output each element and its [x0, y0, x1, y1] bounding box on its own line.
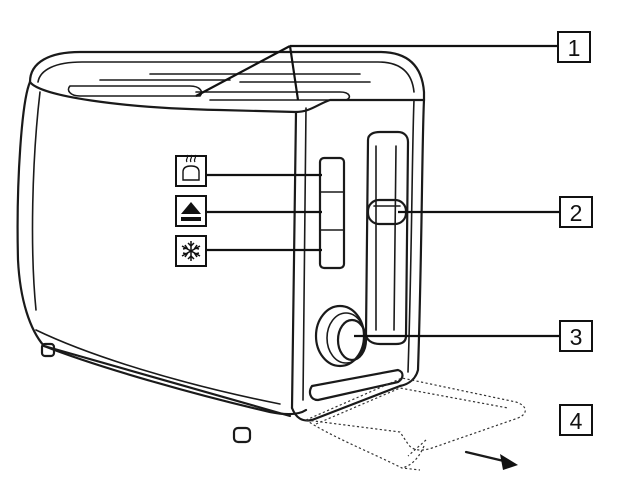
body-front-edge-inner: [302, 107, 307, 401]
callout-leaders: [195, 44, 560, 338]
callout-1-label: 1: [568, 35, 581, 61]
callout-2-label: 2: [570, 200, 583, 226]
dial-inner: [336, 318, 368, 362]
body-right-inner: [407, 99, 415, 373]
toaster-body: [16, 50, 426, 444]
callout-4-label: 4: [570, 408, 583, 434]
body-left-shade-line: [31, 91, 41, 311]
rim-lower-edge: [28, 80, 426, 114]
symbol-icons: [175, 154, 322, 267]
defrost-snowflake-icon: [175, 235, 207, 267]
lever-track-inner: [375, 145, 397, 331]
crumb-tray-pulled-inner: [315, 387, 509, 469]
foot-left: [40, 342, 56, 358]
foot-front: [232, 426, 252, 444]
crumb-tray-pulled-outline: [303, 377, 526, 451]
lever-track-outer: [364, 130, 410, 346]
callout-2: 2: [559, 196, 593, 228]
lever-assembly: [364, 130, 410, 346]
body-bottom-right: [290, 384, 402, 422]
dial-rim: [326, 312, 366, 364]
top-surface-edge: [37, 61, 415, 93]
crumb-tray-pulled-lower: [305, 419, 421, 471]
callout-1: 1: [557, 31, 591, 63]
pull-arrow-head: [500, 454, 518, 470]
bread-slots: [67, 73, 371, 101]
crumb-tray[interactable]: [303, 368, 526, 471]
callout-4: 4: [559, 404, 593, 436]
leader-1-b: [288, 45, 300, 101]
body-front-edge: [290, 110, 298, 410]
reheat-bread-icon: [175, 154, 207, 187]
body-left-side: [16, 80, 292, 418]
slot-2: [195, 91, 351, 101]
pull-arrow-line: [464, 450, 510, 464]
crumb-tray-front: [308, 368, 404, 402]
callout-3: 3: [559, 320, 593, 352]
top-rim: [28, 50, 426, 102]
button-strip: [318, 156, 346, 270]
callout-3-label: 3: [570, 324, 583, 350]
body-right-side: [398, 98, 426, 388]
leader-1-a: [195, 45, 291, 97]
body-bottom-curve: [35, 329, 281, 405]
eject-icon: [175, 195, 207, 227]
button-strip-frame: [318, 156, 346, 270]
slot-1: [67, 85, 203, 97]
